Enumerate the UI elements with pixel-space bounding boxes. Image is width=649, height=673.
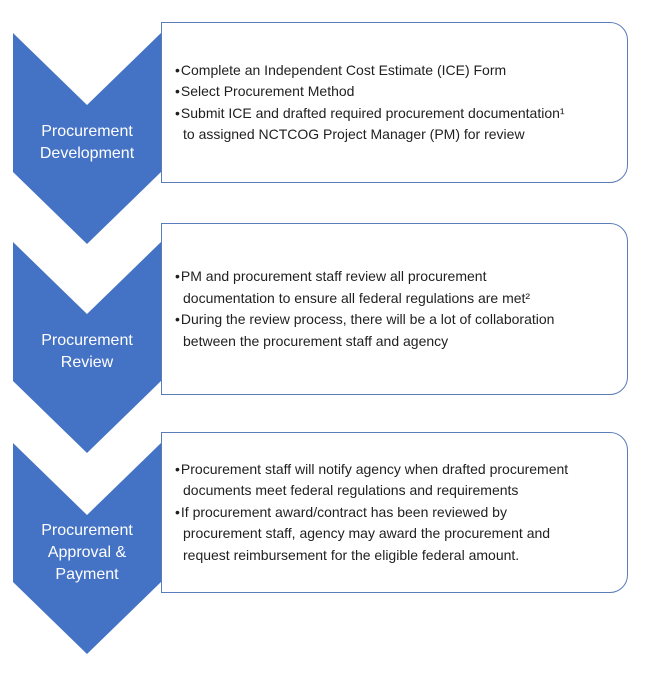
box-procurement-review-details: •PM and procurement staff review all pro… (161, 223, 628, 395)
bullet-text: PM and procurement staff review all proc… (180, 268, 487, 284)
chevron-procurement-approval-payment (13, 443, 161, 654)
bullet-item: •Procurement staff will notify agency wh… (175, 459, 611, 481)
bullet-icon: • (175, 83, 180, 99)
bullet-text-continuation: procurement staff, agency may award the … (183, 525, 551, 542)
bullet-text: Procurement staff will notify agency whe… (180, 460, 569, 477)
chevron-label-line: Procurement (41, 123, 133, 140)
bullet-item: •Select Procurement Method (175, 81, 611, 103)
chevron-label-line: Review (60, 354, 114, 371)
bullet-item: •Complete an Independent Cost Estimate (… (175, 60, 611, 82)
bullet-icon: • (175, 311, 180, 327)
bullet-text: Submit ICE and drafted required procurem… (180, 104, 565, 121)
chevron-label-procurement-development: Procurement Development (13, 88, 161, 198)
bullet-icon: • (175, 268, 180, 284)
bullet-item: •PM and procurement staff review all pro… (175, 266, 611, 288)
bullet-item: •If procurement award/contract has been … (175, 502, 611, 524)
bullet-icon: • (175, 460, 180, 477)
chevron-procurement-review (13, 242, 161, 453)
box-procurement-development-details: •Complete an Independent Cost Estimate (… (161, 22, 628, 183)
bullet-text-continuation: request reimbursement for the eligible f… (183, 546, 520, 563)
bullet-icon: • (175, 61, 180, 78)
chevron-label-procurement-approval-payment: Procurement Approval & Payment (13, 498, 161, 608)
chevron-down-shape (13, 33, 161, 244)
chevron-procurement-development (13, 33, 161, 244)
chevron-down-shape (13, 443, 161, 654)
chevron-down-shape (13, 242, 161, 453)
bullet-item: •During the review process, there will b… (175, 309, 611, 331)
bullet-text-continuation: between the procurement staff and agency (183, 332, 449, 349)
bullet-text: Select Procurement Method (180, 83, 355, 99)
chevron-label-line: Payment (55, 566, 119, 583)
bullet-icon: • (175, 104, 180, 121)
bullet-text-continuation: documents meet federal regulations and r… (183, 482, 519, 499)
chevron-label-procurement-review: Procurement Review (13, 297, 161, 407)
box-procurement-approval-payment-details: •Procurement staff will notify agency wh… (161, 432, 628, 593)
chevron-label-line: Procurement (41, 522, 133, 539)
chevron-label-line: Approval & (47, 544, 127, 561)
bullet-item: •Submit ICE and drafted required procure… (175, 103, 611, 125)
bullet-text-continuation: documentation to ensure all federal regu… (183, 289, 531, 306)
bullet-text: If procurement award/contract has been r… (180, 503, 507, 520)
bullet-text: During the review process, there will be… (180, 311, 555, 327)
bullet-text: Complete an Independent Cost Estimate (I… (180, 61, 507, 78)
chevron-label-line: Development (39, 145, 135, 162)
chevron-label-line: Procurement (41, 332, 133, 349)
bullet-icon: • (175, 503, 180, 520)
bullet-text-continuation: to assigned NCTCOG Project Manager (PM) … (183, 126, 525, 142)
